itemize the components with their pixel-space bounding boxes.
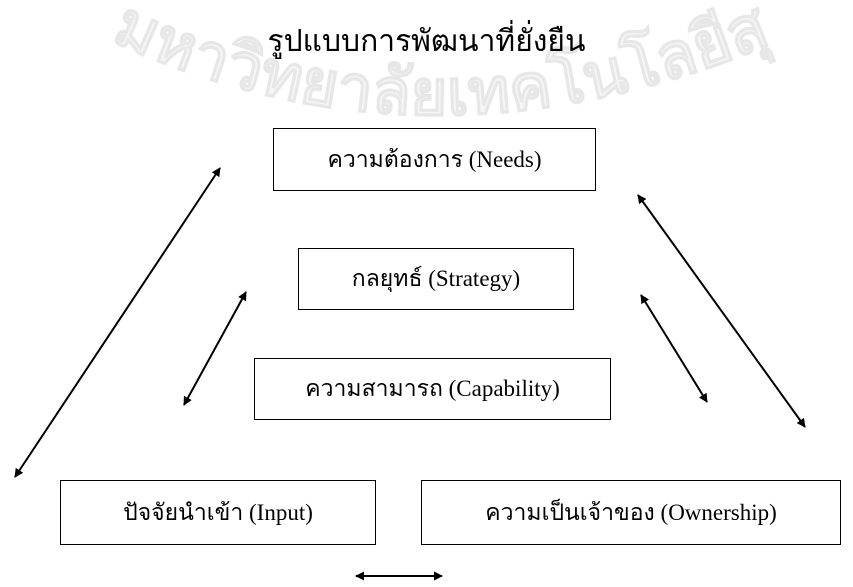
input-needs-arrow bbox=[14, 167, 221, 478]
strategy-box: กลยุทธ์ (Strategy) bbox=[298, 248, 574, 310]
capability-box: ความสามารถ (Capability) bbox=[254, 358, 611, 420]
needs-ownership-arrow bbox=[637, 194, 806, 428]
strategy-ownership-arrow bbox=[640, 294, 708, 403]
strategy-input-arrow bbox=[183, 291, 247, 406]
ownership-label: ความเป็นเจ้าของ (Ownership) bbox=[485, 499, 777, 525]
needs-box: ความต้องการ (Needs) bbox=[273, 128, 596, 191]
strategy-label: กลยุทธ์ (Strategy) bbox=[351, 266, 521, 291]
capability-label: ความสามารถ (Capability) bbox=[305, 376, 560, 401]
needs-label: ความต้องการ (Needs) bbox=[327, 146, 542, 172]
input-label: ปัจจัยนำเข้า (Input) bbox=[123, 499, 313, 525]
input-box: ปัจจัยนำเข้า (Input) bbox=[60, 480, 376, 545]
diagram-title: รูปแบบการพัฒนาที่ยั่งยืน bbox=[267, 25, 586, 58]
ownership-box: ความเป็นเจ้าของ (Ownership) bbox=[421, 480, 841, 545]
